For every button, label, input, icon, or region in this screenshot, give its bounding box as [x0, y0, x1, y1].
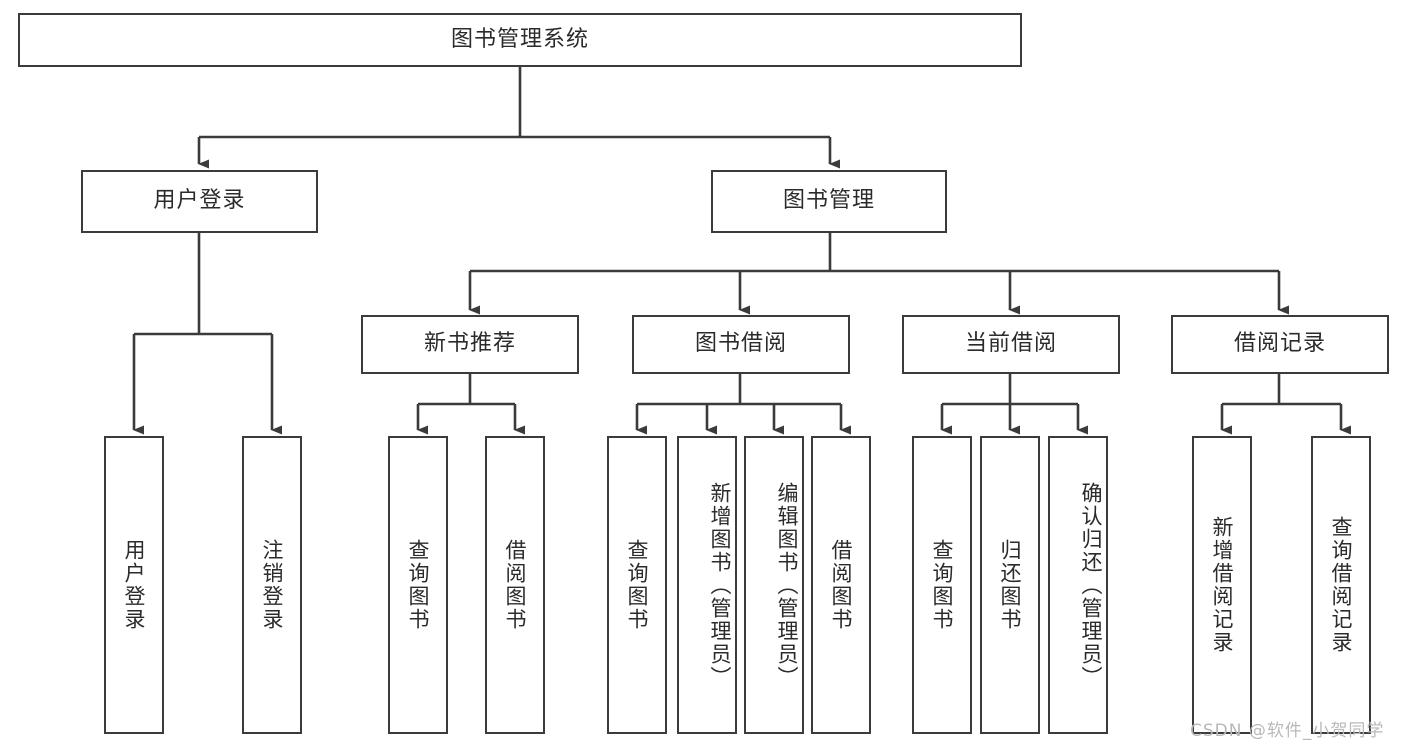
leaf-add-borrowing-record[interactable]: 新增借阅记录	[1192, 436, 1252, 734]
leaf-edit-book-admin[interactable]: 编辑图书（管理员）	[744, 436, 804, 734]
leaf-query-books-current[interactable]: 查询图书	[912, 436, 972, 734]
leaf-query-books-borrow[interactable]: 查询图书	[607, 436, 667, 734]
node-user-login[interactable]: 用户登录	[81, 170, 318, 233]
node-borrowing-records[interactable]: 借阅记录	[1171, 315, 1389, 374]
leaf-borrow-books[interactable]: 借阅图书	[811, 436, 871, 734]
leaf-borrow-books-new-book[interactable]: 借阅图书	[485, 436, 545, 734]
node-book-management[interactable]: 图书管理	[711, 170, 947, 233]
leaf-return-books[interactable]: 归还图书	[980, 436, 1040, 734]
node-new-book-recommendation[interactable]: 新书推荐	[361, 315, 579, 374]
leaf-query-borrowing-record[interactable]: 查询借阅记录	[1311, 436, 1371, 734]
node-current-borrowing[interactable]: 当前借阅	[902, 315, 1120, 374]
leaf-query-books-new-book[interactable]: 查询图书	[388, 436, 448, 734]
leaf-confirm-return-admin[interactable]: 确认归还（管理员）	[1048, 436, 1108, 734]
leaf-add-book-admin[interactable]: 新增图书（管理员）	[677, 436, 737, 734]
node-book-borrowing[interactable]: 图书借阅	[632, 315, 850, 374]
leaf-logout[interactable]: 注销登录	[242, 436, 302, 734]
leaf-user-login[interactable]: 用户登录	[104, 436, 164, 734]
node-root-book-management-system[interactable]: 图书管理系统	[18, 13, 1022, 67]
